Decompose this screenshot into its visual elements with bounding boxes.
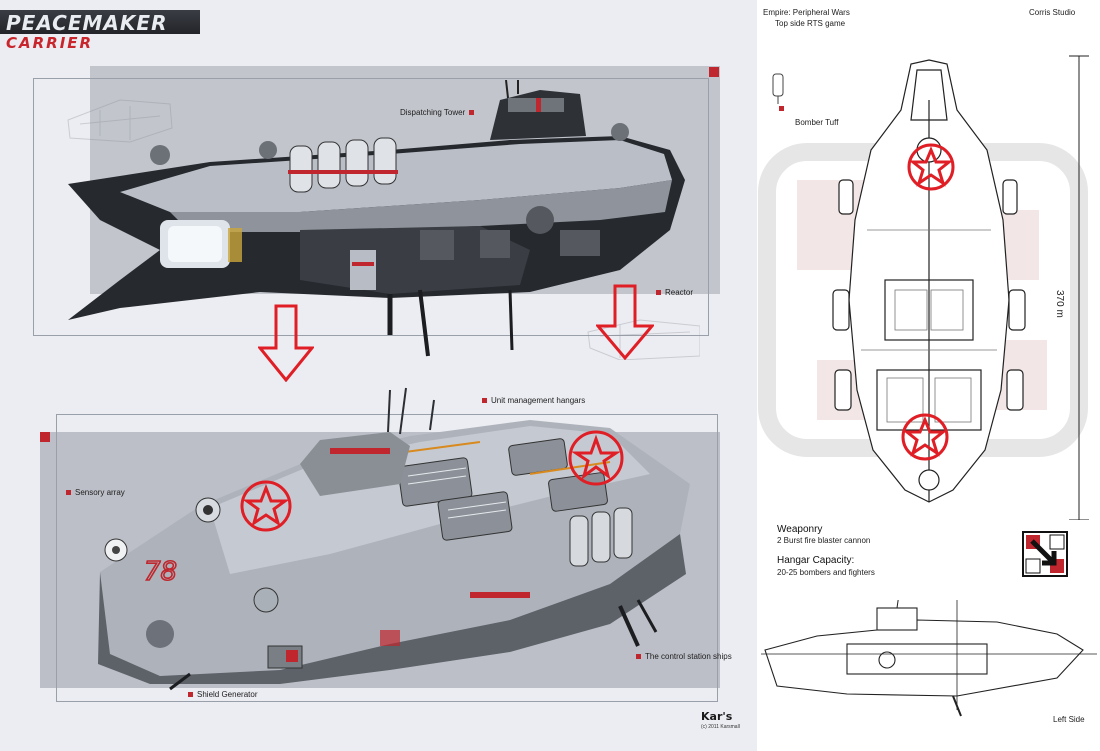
spec-sheet-panel: Empire: Peripheral Wars Top side RTS gam… <box>757 0 1100 751</box>
bomber-label: Bomber Tuff <box>795 118 839 127</box>
callout-marker-icon <box>469 110 475 115</box>
concept-art-panel: PEACEMAKER CARRIER <box>0 0 757 751</box>
dispatching-tower-label: Dispatching Tower <box>400 108 475 117</box>
reactor-text: Reactor <box>665 288 694 297</box>
title-block: PEACEMAKER CARRIER <box>0 0 200 52</box>
sensory-array-text: Sensory array <box>75 488 125 497</box>
down-arrow-icon <box>258 304 314 382</box>
shield-generator-text: Shield Generator <box>197 690 258 699</box>
artist-signature: Kar's (c) 2011 Karsmall <box>701 710 751 744</box>
unit-management-hangars-label: Unit management hangars <box>482 396 585 405</box>
carrier-top-blueprint <box>758 55 1089 520</box>
sensory-array-label: Sensory array <box>66 488 125 497</box>
unit-management-hangars-text: Unit management hangars <box>491 396 586 405</box>
callout-marker-icon <box>66 490 71 495</box>
game-title: Empire: Peripheral Wars <box>763 8 850 17</box>
bottom-view-corner-marker <box>40 432 50 442</box>
title-bar <box>0 10 200 34</box>
bottom-view-frame <box>56 414 718 702</box>
artist-name: Kar's <box>701 710 733 723</box>
studio-logo-icon <box>1022 531 1068 577</box>
ship-class-subtitle: CARRIER <box>6 34 94 52</box>
reactor-label: Reactor <box>656 288 693 297</box>
hull-number: 78 <box>144 557 177 587</box>
callout-marker-icon <box>656 290 661 295</box>
callout-marker-icon <box>636 654 641 659</box>
hangar-capacity-heading: Hangar Capacity: <box>777 555 855 566</box>
callout-marker-icon <box>188 692 193 697</box>
studio-name: Corris Studio <box>1029 8 1076 17</box>
carrier-side-view-render <box>67 80 700 360</box>
carrier-left-side-blueprint <box>761 600 1097 717</box>
top-view-corner-marker <box>709 67 719 77</box>
shield-generator-label: Shield Generator <box>188 690 257 699</box>
weaponry-heading: Weaponry <box>777 524 823 535</box>
left-side-label: Left Side <box>1053 715 1085 724</box>
control-station-ships-label: The control station ships <box>636 652 732 661</box>
top-view-frame <box>33 78 709 336</box>
control-station-ships-text: The control station ships <box>645 652 732 661</box>
star-marker-icon <box>568 430 624 486</box>
ship-length: 370 m <box>1054 290 1065 318</box>
carrier-three-quarter-view-render: 78 <box>98 387 690 691</box>
artist-copyright: (c) 2011 Karsmall <box>701 724 740 730</box>
down-arrow-icon <box>596 284 654 360</box>
dispatching-tower-text: Dispatching Tower <box>400 108 466 117</box>
star-marker-icon <box>240 480 292 532</box>
weaponry-value: 2 Burst fire blaster cannon <box>777 536 871 545</box>
ship-title: PEACEMAKER <box>6 11 168 35</box>
callout-marker-icon <box>482 398 487 403</box>
game-subtitle: Top side RTS game <box>775 19 846 28</box>
hangar-capacity-value: 20-25 bombers and fighters <box>777 568 875 577</box>
